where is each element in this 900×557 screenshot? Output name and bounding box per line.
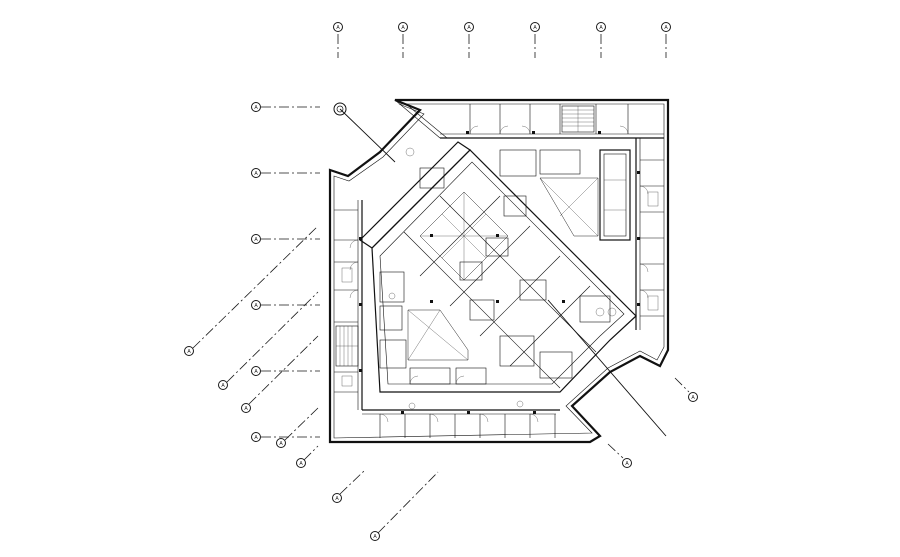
grid-bubble: A [251, 102, 261, 112]
diagonal-corridor [359, 141, 637, 393]
core-partitions [379, 149, 611, 385]
stair-left-icon [336, 326, 358, 366]
grid-bubble: A [661, 22, 671, 32]
grid-lines-top [337, 34, 667, 58]
grid-bubble: A [251, 300, 261, 310]
left-perimeter-rooms [334, 200, 363, 410]
grid-bubble: A [276, 438, 286, 448]
grid-bubble-label: A [599, 25, 603, 31]
grid-bubble: A [296, 458, 306, 468]
grid-bubble-label: A [254, 237, 258, 243]
grid-bubble-label: A [533, 25, 537, 31]
grid-bubble-label: A [467, 25, 471, 31]
grid-bubble-label: A [244, 406, 248, 412]
right-perimeter-rooms [635, 138, 664, 330]
grid-bubble: A [622, 458, 632, 468]
grid-bubble-label: A [254, 303, 258, 309]
grid-bubble: A [251, 168, 261, 178]
grid-bubbles-diagonal: A A A A A A A A A [184, 346, 698, 541]
grid-bubble-label: A [401, 25, 405, 31]
grid-bubble: A [241, 403, 251, 413]
section-cut-line [547, 299, 667, 437]
grid-bubble: A [332, 493, 342, 503]
bottom-perimeter-rooms [362, 409, 560, 438]
grid-bubble-label: A [254, 105, 258, 111]
grid-bubble-label: A [254, 369, 258, 375]
grid-bubble: A [218, 380, 228, 390]
building-outline [328, 98, 670, 444]
fixtures [341, 147, 659, 410]
grid-bubble-label: A [335, 496, 339, 502]
grid-bubble: A [333, 22, 343, 32]
north-marker-icon [333, 102, 396, 163]
grid-bubble: A [398, 22, 408, 32]
grid-bubble: A [464, 22, 474, 32]
grid-bubble-label: A [279, 441, 283, 447]
grid-bubble: A [251, 432, 261, 442]
door-swings [349, 125, 649, 423]
atrium-void-lower [407, 309, 469, 361]
grid-bubble: A [688, 392, 698, 402]
grid-bubble: A [370, 531, 380, 541]
grid-bubbles-top: A A A A A A [333, 22, 671, 32]
grid-lines-diagonal [192, 225, 690, 534]
grid-bubble: A [251, 234, 261, 244]
grid-bubble-label: A [336, 25, 340, 31]
grid-bubble-label: A [373, 534, 377, 540]
grid-bubble: A [596, 22, 606, 32]
atrium-void-upper [419, 191, 509, 281]
grid-bubble-label: A [221, 383, 225, 389]
grid-bubble-label: A [664, 25, 668, 31]
grid-bubble: A [251, 366, 261, 376]
grid-bubble-label: A [187, 349, 191, 355]
top-perimeter-rooms [440, 104, 664, 139]
grid-lines-left [261, 106, 320, 438]
grid-bubble-label: A [625, 461, 629, 467]
grid-bubble: A [184, 346, 194, 356]
structural-columns [359, 131, 640, 414]
atrium-void-right [539, 177, 599, 237]
service-core-right [599, 149, 631, 241]
grid-bubbles-left: A A A A A A [251, 102, 261, 442]
grid-bubble-label: A [299, 461, 303, 467]
grid-bubble: A [530, 22, 540, 32]
stair-top-icon [562, 106, 594, 132]
grid-bubble-label: A [254, 435, 258, 441]
grid-bubble-label: A [691, 395, 695, 401]
grid-bubble-label: A [254, 171, 258, 177]
